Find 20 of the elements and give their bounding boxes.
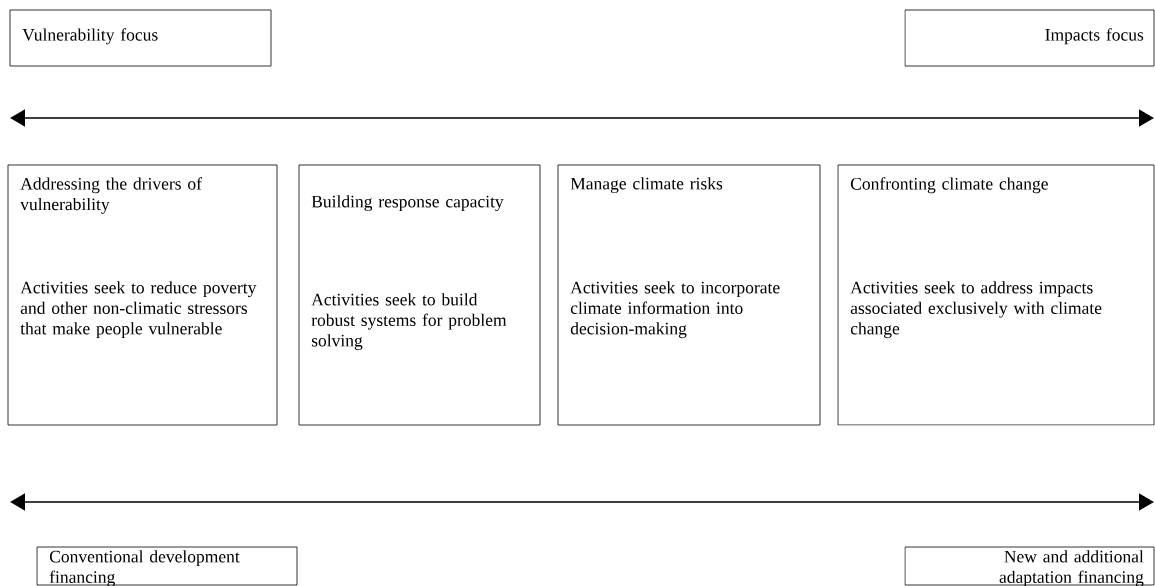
heading-text: Confronting climate change bbox=[850, 177, 1048, 194]
heading-text: Vulnerability focus bbox=[22, 28, 158, 45]
heading-text: Impacts focus bbox=[1045, 28, 1144, 45]
text-box bbox=[837, 164, 1155, 426]
heading-text: New and additional adaptation financing bbox=[999, 550, 1144, 586]
text-box bbox=[904, 546, 1155, 586]
description-text: Activities seek to address impacts associated exclusively with climate change bbox=[850, 281, 1102, 339]
heading-text: Conventional development financing bbox=[49, 550, 240, 586]
text-box bbox=[557, 164, 821, 426]
text-box bbox=[298, 164, 541, 426]
text-box bbox=[904, 9, 1155, 67]
heading-text: Building response capacity bbox=[311, 195, 504, 212]
text-box bbox=[36, 546, 298, 586]
text-box bbox=[7, 164, 278, 426]
heading-text: Manage climate risks bbox=[570, 177, 723, 194]
description-text: Activities seek to build robust systems for problem solving bbox=[311, 293, 507, 351]
text-box bbox=[9, 9, 272, 67]
description-text: Activities seek to incorporate climate information into decision-making bbox=[570, 281, 780, 339]
heading-text: Addressing the drivers of vulnerability bbox=[20, 177, 202, 214]
description-text: Activities seek to reduce poverty and other non-climatic stressors that make people vulnerable bbox=[20, 281, 257, 339]
